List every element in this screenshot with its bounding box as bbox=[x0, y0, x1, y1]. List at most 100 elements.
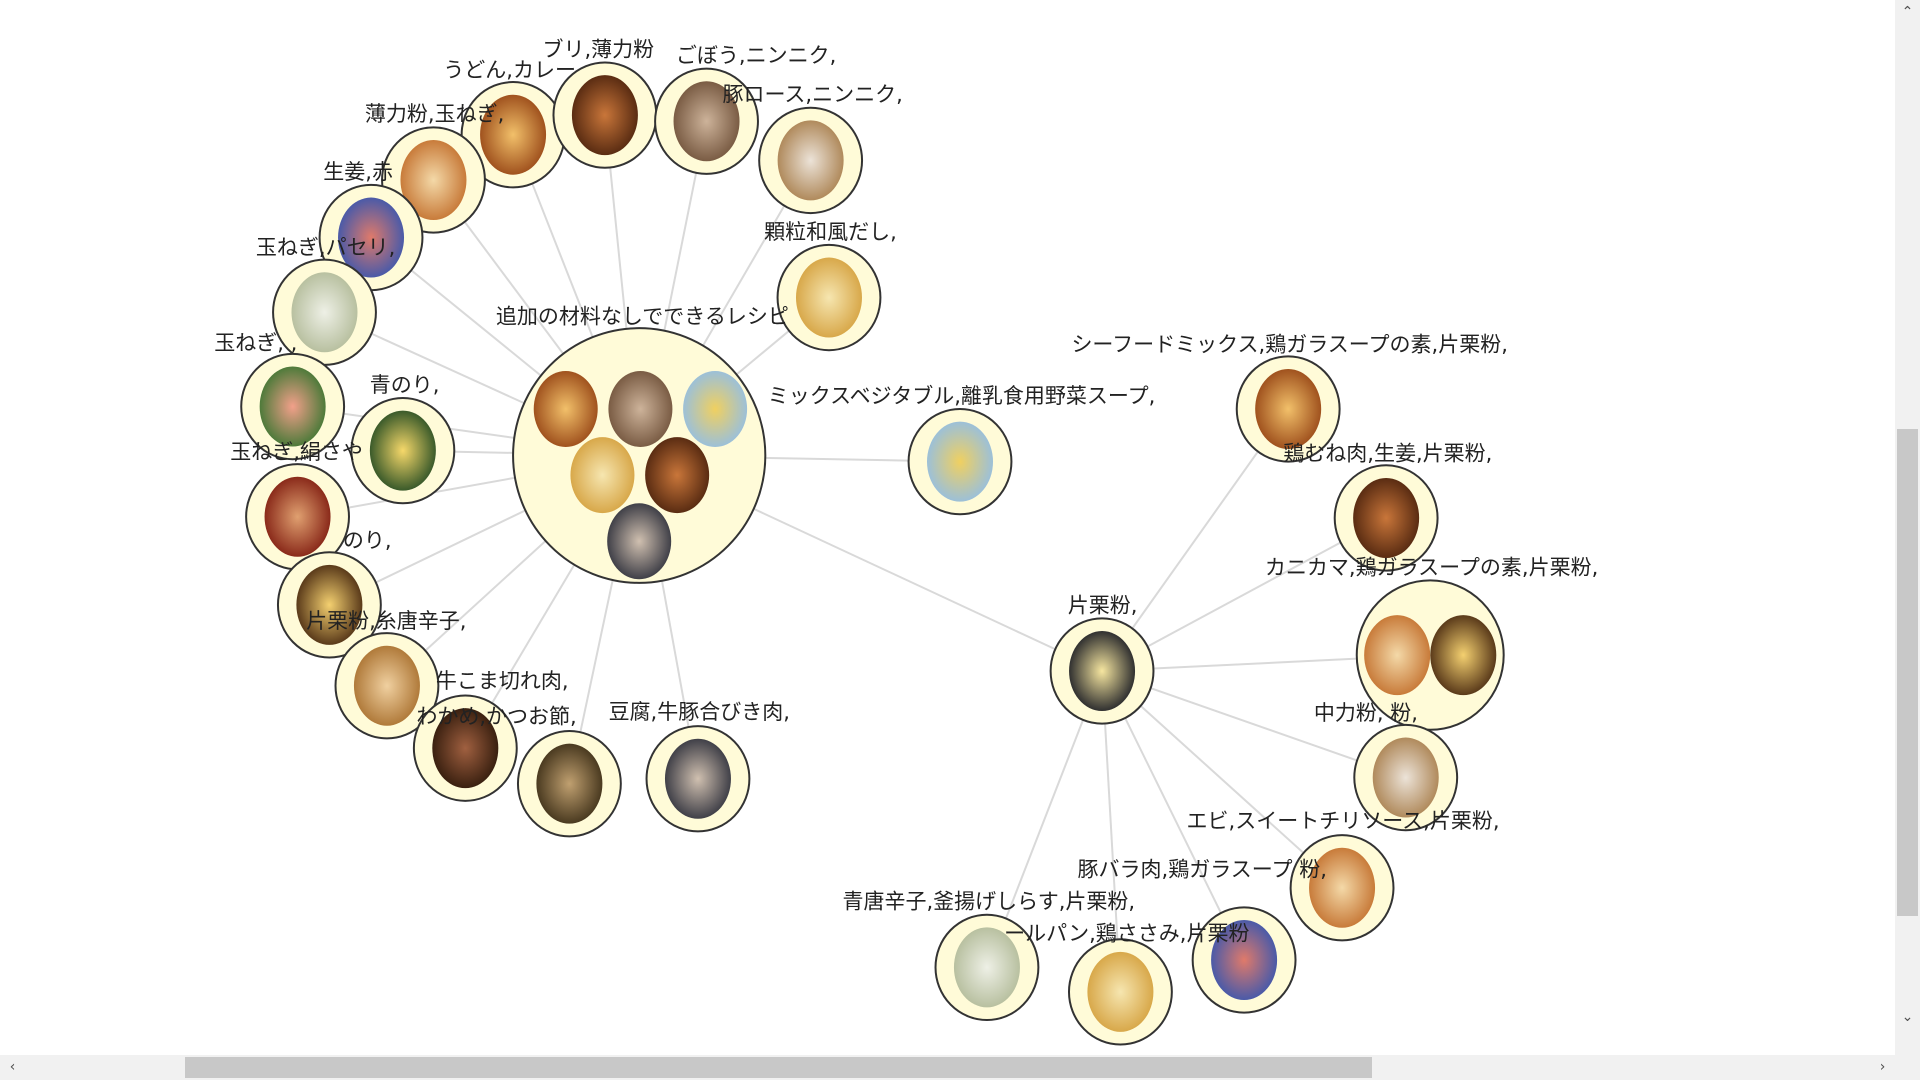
recipe-photo bbox=[338, 197, 405, 278]
recipe-photo bbox=[571, 75, 638, 156]
edge bbox=[1101, 670, 1407, 779]
recipe-label: ブリ,薄力粉 bbox=[542, 37, 654, 61]
recipe-photo bbox=[1430, 615, 1497, 696]
recipe-label: ールパン,鶏ささみ,片栗粉 bbox=[1004, 921, 1249, 945]
recipe-photo bbox=[296, 564, 363, 645]
recipe-label: わかめ,かつお節, bbox=[416, 705, 576, 729]
recipe-photo bbox=[1255, 368, 1322, 449]
recipe-node[interactable] bbox=[276, 551, 382, 659]
recipe-photo bbox=[777, 120, 844, 201]
recipe-node[interactable] bbox=[460, 81, 566, 189]
recipe-network-graph[interactable]: 追加の材料なしでできるレシピ片栗粉, うどん,カレーブリ,薄力粉ごぼう,ニンニク,… bbox=[0, 0, 1895, 1055]
recipe-photo bbox=[664, 738, 731, 819]
recipe-photo bbox=[570, 437, 635, 514]
recipe-label: シーフードミックス,鶏ガラスープの素,片栗粉, bbox=[1071, 332, 1507, 356]
recipe-label: 豆腐,牛豚合びき肉, bbox=[609, 700, 790, 724]
recipe-label: のり, bbox=[343, 528, 392, 552]
scroll-left-icon[interactable]: ‹ bbox=[9, 1059, 16, 1075]
recipe-label: 中力粉, 粉, bbox=[1314, 701, 1418, 725]
recipe-label: 青のり, bbox=[370, 373, 440, 397]
recipe-photo bbox=[1364, 615, 1431, 696]
recipe-photo bbox=[480, 94, 547, 175]
hub-node-katakuriko[interactable] bbox=[1049, 617, 1155, 725]
recipe-label: 顆粒和風だし, bbox=[764, 220, 897, 244]
recipe-node[interactable] bbox=[1355, 579, 1505, 731]
scroll-up-icon[interactable]: ⌃ bbox=[1901, 4, 1914, 20]
recipe-label: うどん,カレー bbox=[443, 58, 576, 82]
recipe-label: 豚バラ肉,鶏ガラスープ 粉, bbox=[1078, 858, 1327, 882]
recipe-label: 玉ねぎ, , bbox=[214, 331, 297, 355]
recipe-photo bbox=[1069, 631, 1136, 712]
hub-node-no-extra-ingredients[interactable] bbox=[512, 327, 767, 584]
recipe-node[interactable] bbox=[245, 463, 350, 571]
recipe-label: ミックスベジタブル,離乳食用野菜スープ, bbox=[768, 384, 1156, 408]
recipe-photo bbox=[673, 81, 740, 162]
hub-label: 片栗粉, bbox=[1068, 593, 1138, 617]
edge bbox=[1101, 670, 1245, 961]
recipe-photo bbox=[533, 370, 598, 447]
scroll-down-icon[interactable]: ⌄ bbox=[1901, 1009, 1914, 1025]
recipe-label: カニカマ,鶏ガラスープの素,片栗粉, bbox=[1265, 555, 1598, 579]
recipe-label: 片栗粉,糸唐辛子, bbox=[306, 609, 466, 633]
recipe-node[interactable] bbox=[1067, 938, 1173, 1046]
scroll-right-icon[interactable]: › bbox=[1879, 1059, 1886, 1075]
recipe-photo bbox=[259, 366, 326, 447]
recipe-photo bbox=[264, 476, 331, 557]
recipe-label: ごぼう,ニンニク, bbox=[676, 43, 836, 67]
recipe-label: 豚ロース,ニンニク, bbox=[722, 83, 902, 107]
recipe-photo bbox=[291, 272, 358, 353]
hub-label: 追加の材料なしでできるレシピ bbox=[496, 304, 789, 328]
recipe-photo bbox=[1211, 920, 1278, 1001]
recipe-label: 青唐辛子,釜揚げしらす,片栗粉, bbox=[842, 890, 1135, 914]
recipe-photo bbox=[536, 743, 603, 824]
recipe-label: エビ,スイートチリソース,片栗粉, bbox=[1187, 809, 1500, 833]
recipe-node[interactable] bbox=[516, 730, 622, 838]
recipe-node[interactable] bbox=[1353, 723, 1459, 832]
recipe-node[interactable] bbox=[1191, 906, 1297, 1014]
recipe-node[interactable] bbox=[645, 725, 751, 833]
recipe-label: 牛こま切れ肉, bbox=[436, 669, 569, 693]
recipe-photo bbox=[607, 503, 672, 580]
recipe-node[interactable] bbox=[654, 67, 759, 175]
vertical-scrollbar[interactable]: ⌃ ⌄ bbox=[1895, 0, 1920, 1055]
vertical-scroll-thumb[interactable] bbox=[1897, 429, 1918, 916]
recipe-photo bbox=[927, 421, 994, 502]
edge bbox=[1101, 517, 1387, 672]
recipe-photo bbox=[432, 708, 499, 789]
edge bbox=[1101, 670, 1343, 889]
recipe-photo bbox=[353, 645, 420, 726]
horizontal-scrollbar[interactable]: ‹ › bbox=[0, 1055, 1895, 1080]
recipe-label: 玉ねぎ,絹さや bbox=[230, 440, 363, 464]
recipe-node[interactable] bbox=[1235, 355, 1341, 463]
recipe-photo bbox=[1087, 951, 1154, 1032]
recipe-label: 玉ねぎ,パセリ, bbox=[256, 236, 395, 260]
recipe-node[interactable] bbox=[240, 352, 346, 461]
recipe-photo bbox=[369, 410, 436, 491]
recipe-node[interactable] bbox=[334, 632, 440, 740]
nodes bbox=[240, 61, 1505, 1046]
scrollbar-corner bbox=[1895, 1055, 1920, 1080]
recipe-photo bbox=[608, 370, 673, 447]
recipe-photo bbox=[400, 140, 467, 221]
recipe-node[interactable] bbox=[1289, 834, 1395, 942]
recipe-node[interactable] bbox=[412, 694, 518, 802]
recipe-label: 薄力粉,玉ねぎ, bbox=[365, 102, 504, 126]
recipe-photo bbox=[683, 370, 748, 447]
recipe-photo bbox=[795, 257, 862, 338]
recipe-node[interactable] bbox=[1333, 464, 1439, 572]
recipe-photo bbox=[1353, 477, 1420, 558]
recipe-label: 鶏むね肉,生姜,片栗粉, bbox=[1283, 441, 1492, 465]
labels: 追加の材料なしでできるレシピ片栗粉, うどん,カレーブリ,薄力粉ごぼう,ニンニク,… bbox=[214, 37, 1598, 945]
recipe-node[interactable] bbox=[758, 106, 864, 215]
recipe-photo bbox=[1372, 737, 1439, 818]
recipe-node[interactable] bbox=[776, 243, 882, 352]
recipe-photo bbox=[1309, 847, 1376, 928]
recipe-label: 生姜,赤 bbox=[323, 160, 393, 184]
edge bbox=[1101, 408, 1289, 672]
recipe-photo bbox=[953, 927, 1020, 1008]
recipe-photo bbox=[645, 437, 710, 514]
recipe-node[interactable] bbox=[350, 396, 456, 505]
horizontal-scroll-thumb[interactable] bbox=[185, 1057, 1372, 1078]
recipe-node[interactable] bbox=[934, 913, 1040, 1022]
recipe-node[interactable] bbox=[907, 407, 1013, 516]
